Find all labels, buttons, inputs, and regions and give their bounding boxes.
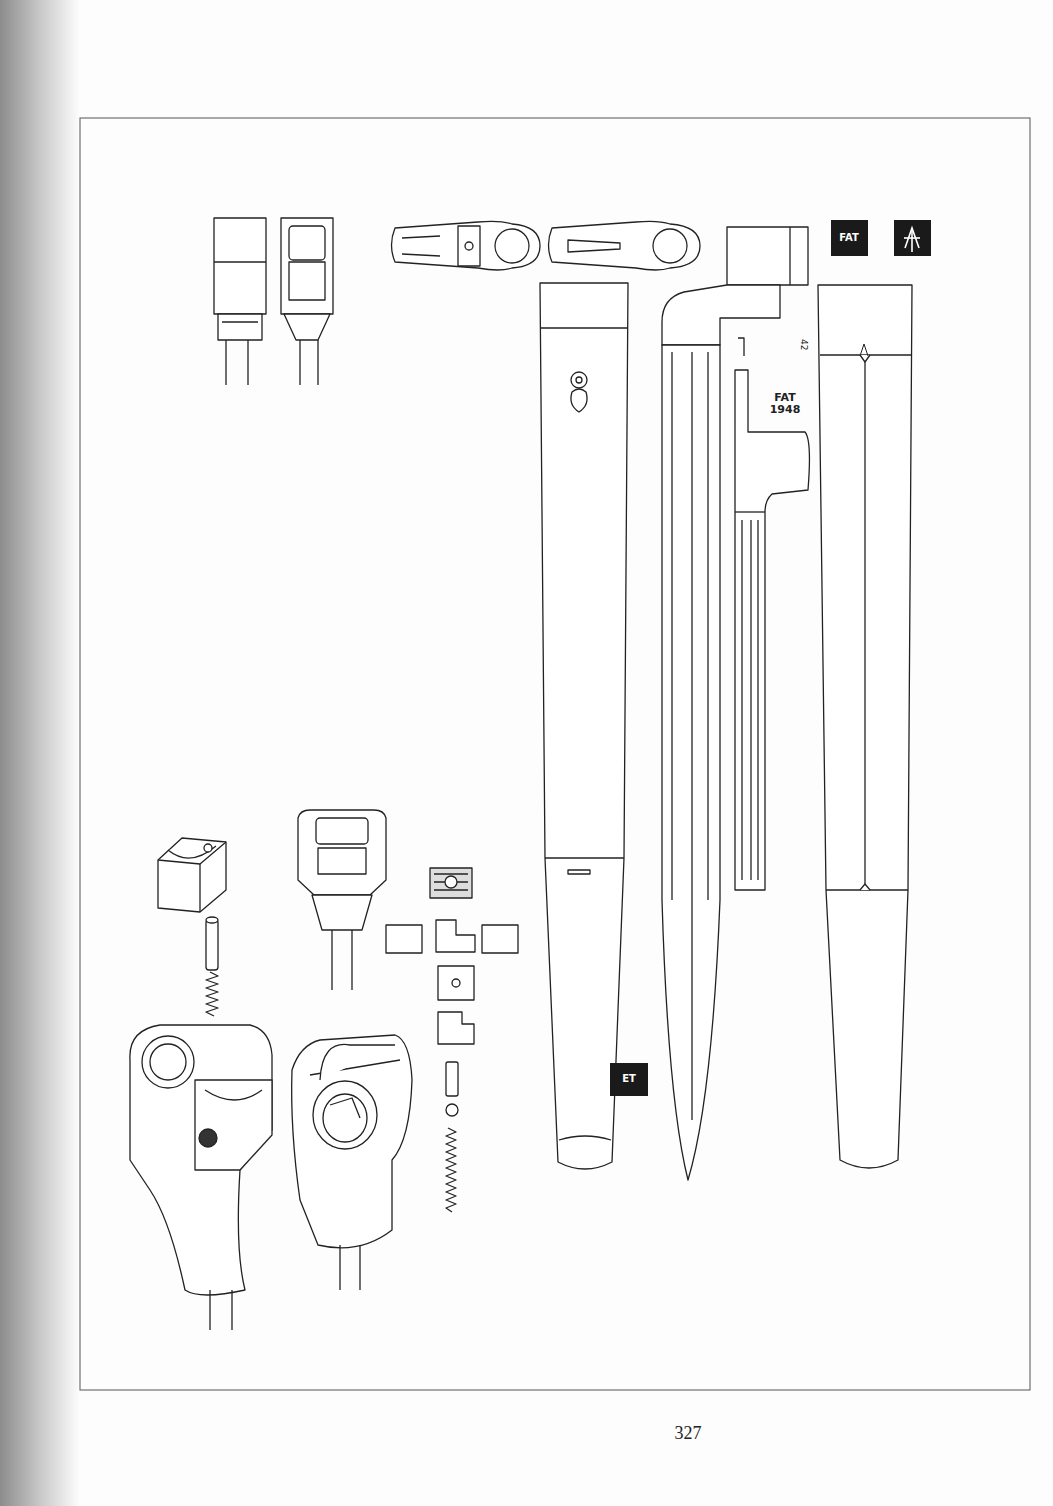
monogram-mark [860,344,868,356]
stamp-text: FAT [832,233,866,244]
maker-mark: FAT 1948 [768,392,802,415]
plate-frame [80,118,1030,1390]
stamp-text: ET [612,1074,646,1085]
stamp-box [831,220,868,256]
line-drawings [130,218,912,1330]
page-gutter [0,0,80,1506]
page-number: 327 [648,1424,728,1443]
stamp-number: 42 [798,335,807,355]
stamp-box [610,1063,648,1096]
stamp-box [894,220,931,256]
monogram-stamp [904,228,920,252]
